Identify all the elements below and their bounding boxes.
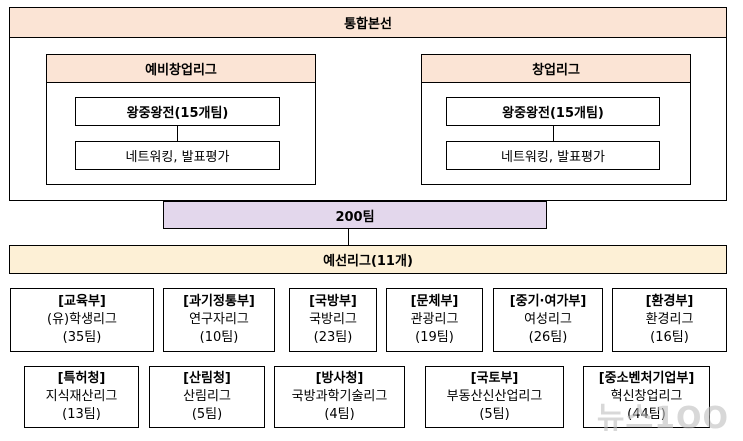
league-name: 국방리그 [309,312,357,327]
team-count: (26팀) [528,330,568,345]
league-box-women: [중기·여가부] 여성리그 (26팀) [493,288,603,352]
ministry-label: [중기·여가부] [509,294,587,309]
startup-league-title: 창업리그 [421,54,691,83]
team-count: (44팀) [627,407,666,422]
ministry-label: [산림청] [183,371,231,386]
league-name: 지식재산리그 [45,389,118,404]
team-count: (19팀) [415,330,454,345]
team-count: (13팀) [62,407,101,422]
pre-startup-evaluation-stage: 네트워킹, 발표평가 [75,141,280,170]
team-count: (23팀) [313,330,353,345]
league-box-science: [과기정통부] 연구자리그 (10팀) [163,288,275,352]
ministry-label: [교육부] [58,294,106,309]
league-box-education: [교육부] (유)학생리그 (35팀) [10,288,154,352]
team-count: (5팀) [191,407,223,422]
pre-startup-league-title: 예비창업리그 [46,54,316,83]
league-name: 부동산신산업리그 [446,389,543,404]
team-count: (16팀) [650,330,689,345]
league-name: 국방과학기술리그 [291,389,388,404]
league-box-patent: [특허청] 지식재산리그 (13팀) [24,366,139,428]
ministry-label: [과기정통부] [183,294,255,309]
mid-to-prelim-connector [348,229,349,245]
league-box-sme: [중소벤처기업부] 혁신창업리그 (44팀) [583,366,710,428]
startup-connector [553,126,554,141]
league-name: 산림리그 [183,389,231,404]
team-count: (10팀) [199,330,239,345]
league-name: 환경리그 [645,312,694,327]
league-box-defense-acquisition: [방사청] 국방과학기술리그 (4팀) [274,366,405,428]
ministry-label: [중소벤처기업부] [598,371,695,386]
league-box-forest: [산림청] 산림리그 (5팀) [149,366,265,428]
pre-startup-final-stage: 왕중왕전(15개팀) [75,97,280,126]
pre-startup-connector [177,126,178,141]
teams-200-box: 200팀 [163,201,547,229]
startup-final-stage: 왕중왕전(15개팀) [446,97,660,126]
league-name: 혁신창업리그 [610,389,683,404]
league-name: 관광리그 [410,312,459,327]
league-box-land: [국토부] 부동산신산업리그 (5팀) [425,366,564,428]
league-name: 연구자리그 [189,312,249,327]
ministry-label: [환경부] [645,294,694,309]
league-box-environment: [환경부] 환경리그 (16팀) [612,288,727,352]
league-box-culture: [문체부] 관광리그 (19팀) [386,288,483,352]
ministry-label: [국방부] [309,294,357,309]
league-box-defense: [국방부] 국방리그 (23팀) [289,288,377,352]
team-count: (35팀) [62,330,102,345]
team-count: (4팀) [324,407,355,422]
ministry-label: [방사청] [315,371,364,386]
news-watermark: 뉴스1OO [596,401,729,436]
team-count: (5팀) [479,407,510,422]
ministry-label: [국토부] [470,371,519,386]
integrated-finals-title: 통합본선 [9,7,727,38]
league-name: 여성리그 [524,312,572,327]
league-name: (유)학생리그 [47,312,117,327]
preliminary-league-box: 예선리그(11개) [9,245,727,274]
ministry-label: [특허청] [57,371,106,386]
ministry-label: [문체부] [410,294,459,309]
startup-evaluation-stage: 네트워킹, 발표평가 [446,141,660,170]
